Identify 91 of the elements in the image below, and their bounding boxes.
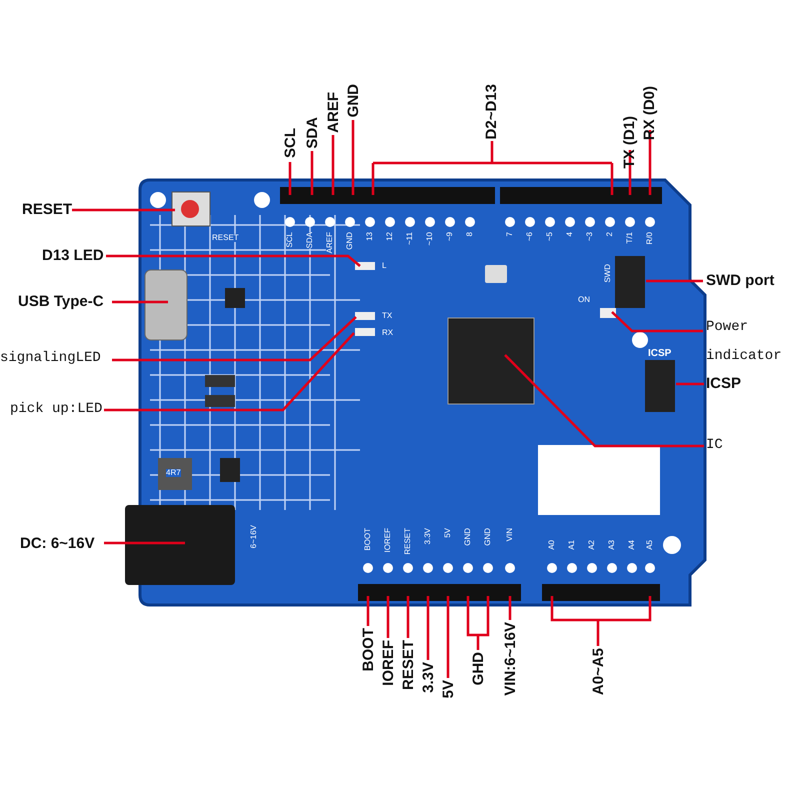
leader-line bbox=[106, 254, 361, 267]
pin-label: BOOT bbox=[364, 528, 372, 551]
pin-label: SDA bbox=[306, 232, 314, 248]
leader-line bbox=[72, 208, 175, 212]
pin-label: L bbox=[382, 262, 386, 270]
callout-label: pick up:LED bbox=[10, 402, 102, 418]
pin-label: IOREF bbox=[384, 528, 392, 552]
pin-label: ~11 bbox=[406, 232, 414, 245]
pin-label: RESET bbox=[404, 528, 412, 555]
pin-label: A0 bbox=[548, 540, 556, 550]
leader-line bbox=[372, 140, 614, 196]
pin-label: GND bbox=[464, 528, 472, 546]
leader-line bbox=[648, 130, 652, 195]
pin-label: ~10 bbox=[426, 232, 434, 246]
callout-label: IC bbox=[706, 438, 723, 454]
leader-line bbox=[112, 316, 357, 362]
pin-label: 5V bbox=[444, 528, 452, 538]
leader-line bbox=[332, 135, 334, 195]
callout-label: RX (D0) bbox=[642, 86, 658, 140]
callout-label: Power indicator bbox=[706, 313, 786, 371]
pin-label: 2 bbox=[606, 232, 614, 236]
pin-label: A5 bbox=[646, 540, 654, 550]
callout-label: GND bbox=[346, 84, 362, 118]
pin-label: SWD bbox=[604, 264, 612, 283]
callout-label: GHD bbox=[471, 652, 488, 686]
leader-line bbox=[112, 300, 168, 304]
pin-label: TX bbox=[382, 312, 392, 320]
leader-line bbox=[352, 120, 354, 195]
pin-label: GND bbox=[346, 232, 354, 250]
pin-label: 8 bbox=[466, 232, 474, 236]
callout-label: ICSP bbox=[706, 376, 742, 392]
leader-line bbox=[386, 596, 390, 638]
pin-label: ON bbox=[578, 296, 590, 304]
pin-label: ~9 bbox=[446, 232, 454, 242]
pin-label: ~3 bbox=[586, 232, 594, 242]
pin-label: A4 bbox=[628, 540, 636, 550]
callout-label: SDA bbox=[305, 117, 322, 149]
callout-label: A0~A5 bbox=[591, 648, 608, 696]
callout-label: SWD port bbox=[706, 273, 774, 290]
pin-label: ICSP bbox=[648, 349, 672, 359]
callout-label: 5V bbox=[441, 680, 458, 698]
leader-line bbox=[426, 596, 430, 660]
pin-label: 13 bbox=[366, 232, 374, 241]
callout-label: signalingLED bbox=[0, 351, 101, 366]
leader-line bbox=[550, 594, 652, 648]
pin-label: 3.3V bbox=[424, 528, 432, 544]
pin-label: RX bbox=[382, 329, 394, 337]
pin-label: RESET bbox=[212, 234, 239, 242]
pin-label: VIN bbox=[506, 528, 514, 542]
pin-label: 4 bbox=[566, 232, 574, 236]
pin-label: GND bbox=[484, 528, 492, 546]
callout-label: SCL bbox=[283, 128, 300, 158]
callout-label: AREF bbox=[326, 92, 342, 133]
pin-label: A3 bbox=[608, 540, 616, 550]
callout-label: RESET bbox=[401, 640, 418, 690]
leader-line bbox=[104, 542, 185, 544]
callout-label: DC: 6~16V bbox=[20, 536, 95, 552]
pin-label: SCL bbox=[286, 232, 294, 248]
callout-label: VIN:6~16V bbox=[503, 622, 520, 696]
leader-line bbox=[508, 596, 512, 620]
leader-line bbox=[310, 151, 314, 195]
callout-label: IOREF bbox=[381, 640, 398, 686]
leader-line bbox=[628, 150, 632, 195]
leader-line bbox=[446, 596, 450, 678]
leader-line bbox=[366, 596, 370, 626]
pin-label: 4R7 bbox=[166, 469, 181, 477]
leader-line bbox=[406, 596, 410, 638]
leader-line bbox=[676, 382, 704, 386]
callout-label: 3.3V bbox=[421, 662, 438, 693]
pin-label: R/0 bbox=[646, 232, 654, 244]
leader-line bbox=[504, 354, 704, 448]
callout-label: TX (D1) bbox=[622, 116, 638, 168]
pin-label: A1 bbox=[568, 540, 576, 550]
leader-line bbox=[288, 162, 292, 195]
callout-label: RESET bbox=[22, 202, 72, 218]
callout-label: USB Type-C bbox=[18, 294, 104, 310]
leader-line bbox=[104, 332, 355, 412]
callout-label: BOOT bbox=[361, 628, 378, 672]
leader-line bbox=[611, 311, 703, 332]
leader-line bbox=[466, 594, 490, 652]
leader-line bbox=[646, 280, 703, 282]
pin-label: 6~16V bbox=[250, 525, 258, 548]
callout-label: D13 LED bbox=[42, 248, 104, 264]
pin-label: T/1 bbox=[626, 232, 634, 244]
pin-label: 7 bbox=[506, 232, 514, 236]
callout-label: D2~D13 bbox=[484, 84, 500, 140]
pin-label: ~6 bbox=[526, 232, 534, 242]
pin-label: 12 bbox=[386, 232, 394, 241]
pin-label: ~5 bbox=[546, 232, 554, 242]
pin-label: A2 bbox=[588, 540, 596, 550]
pin-label: AREF bbox=[326, 232, 334, 254]
